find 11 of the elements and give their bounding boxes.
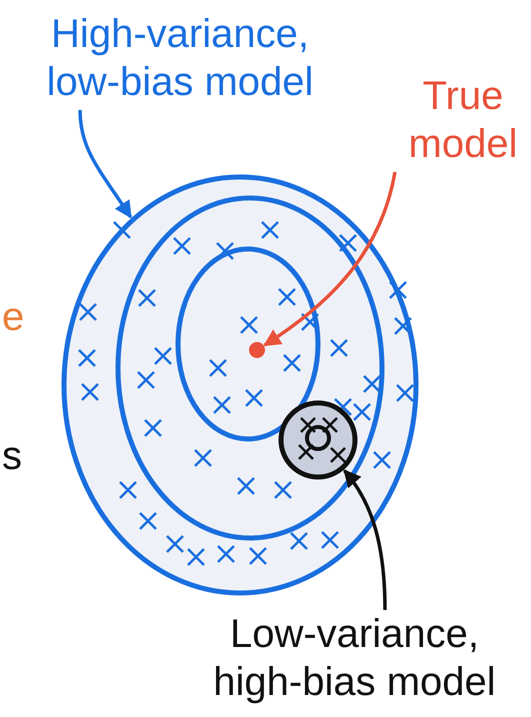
annotation-text: Low-variance, high-bias model: [192, 610, 517, 706]
arrow: [263, 172, 397, 347]
cut-off-text: e: [2, 294, 24, 341]
annotation-text: High-variance, low-bias model: [20, 10, 340, 106]
target-ellipse: [62, 174, 418, 596]
arrow: [343, 469, 387, 610]
arrow: [78, 110, 132, 219]
cut-off-text: s: [2, 433, 22, 480]
small-circle: [278, 400, 358, 480]
true-model-dot: [249, 342, 265, 358]
annotation-text: True model: [395, 72, 531, 168]
